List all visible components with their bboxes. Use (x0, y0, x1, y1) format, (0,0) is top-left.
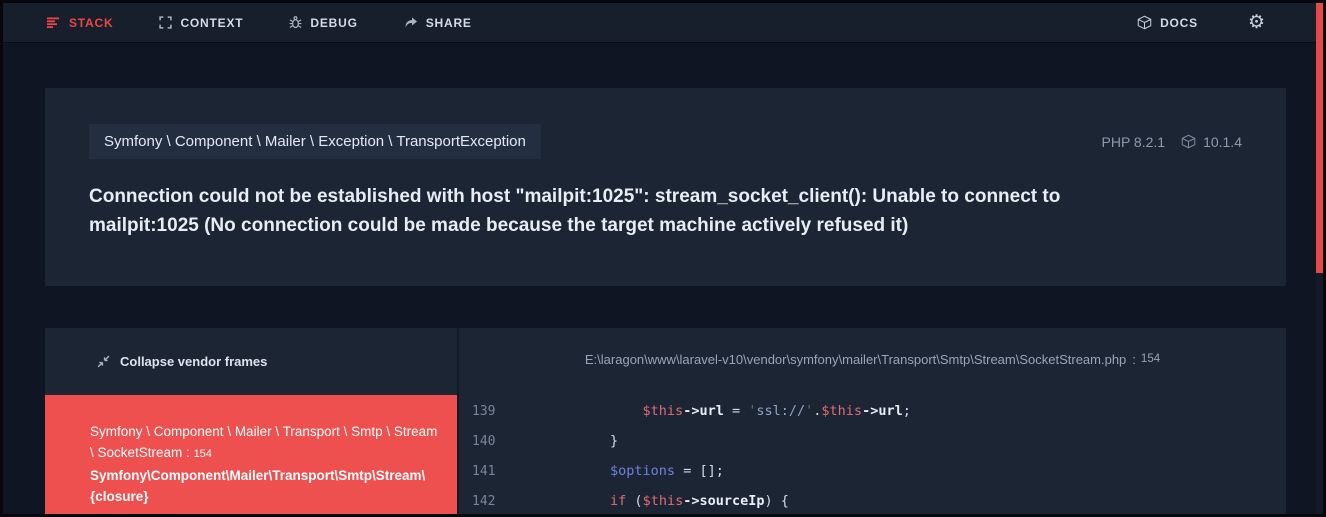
nav-tabs: STACK CONTEXT DEBUG (47, 16, 472, 30)
docs-link[interactable]: DOCS (1137, 15, 1198, 30)
code-text: if ($this->sourceIp) { (610, 493, 789, 509)
frame-method-line2: {closure} (90, 489, 149, 504)
code-line: 140 } (459, 426, 1286, 456)
frame-line-separator: : (182, 445, 194, 460)
tab-debug[interactable]: DEBUG (289, 16, 357, 30)
line-number: 139 (472, 403, 496, 419)
share-icon (405, 17, 417, 27)
code-file-path: E:\laragon\www\laravel-v10\vendor\symfon… (584, 351, 1127, 367)
exception-card-top: Symfony \ Component \ Mailer \ Exception… (89, 124, 1242, 159)
line-number: 141 (472, 463, 496, 479)
laravel-icon (1137, 15, 1152, 30)
code-line: 142 if ($this->sourceIp) { (459, 486, 1286, 514)
collapse-icon (97, 355, 110, 368)
code-line: 141 $options = []; (459, 456, 1286, 486)
tab-debug-label: DEBUG (310, 15, 358, 30)
top-navbar: STACK CONTEXT DEBUG (3, 3, 1323, 43)
code-file-header: E:\laragon\www\laravel-v10\vendor\symfon… (459, 328, 1286, 390)
code-text: } (545, 433, 619, 449)
tab-share-label: SHARE (425, 15, 472, 30)
selected-stack-frame[interactable]: Symfony \ Component \ Mailer \ Transport… (45, 395, 457, 514)
code-file-separator: : (1132, 351, 1136, 367)
php-version: PHP 8.2.1 (1101, 133, 1166, 150)
collapse-vendor-frames-label: Collapse vendor frames (120, 354, 268, 369)
frames-column: Collapse vendor frames Symfony \ Compone… (45, 328, 457, 514)
code-lines: 139 $this->url = 'ssl://'.$this->url;140… (459, 390, 1286, 514)
frame-method-line1: Symfony\Component\Mailer\Transport\Smtp\… (90, 468, 426, 483)
code-line: 139 $this->url = 'ssl://'.$this->url; (459, 396, 1286, 426)
docs-label: DOCS (1160, 15, 1198, 30)
nav-actions: DOCS ⚙ (1137, 13, 1265, 32)
scrollbar-thumb[interactable] (1316, 3, 1323, 273)
code-text: $options = []; (610, 463, 724, 479)
code-column: E:\laragon\www\laravel-v10\vendor\symfon… (457, 328, 1286, 514)
frame-class-path: Symfony \ Component \ Mailer \ Transport… (90, 421, 441, 465)
framework-version-number: 10.1.4 (1203, 133, 1242, 150)
frame-method: Symfony\Component\Mailer\Transport\Smtp\… (90, 465, 441, 507)
laravel-version-icon (1181, 134, 1196, 149)
stack-trace-panel: Collapse vendor frames Symfony \ Compone… (45, 328, 1286, 514)
settings-gear-icon[interactable]: ⚙ (1247, 12, 1265, 33)
collapse-vendor-frames-button[interactable]: Collapse vendor frames (45, 328, 457, 395)
tab-stack[interactable]: STACK (47, 16, 113, 30)
framework-version: 10.1.4 (1181, 134, 1242, 150)
frame-class-text: Symfony \ Component \ Mailer \ Transport… (90, 424, 438, 460)
code-text: $this->url = 'ssl://'.$this->url; (642, 403, 911, 419)
stack-icon (47, 17, 59, 28)
tab-stack-label: STACK (69, 15, 114, 30)
exception-class-badge: Symfony \ Component \ Mailer \ Exception… (89, 124, 541, 159)
version-info: PHP 8.2.1 10.1.4 (1102, 134, 1243, 150)
line-number: 142 (472, 493, 496, 509)
frame-line-number: 154 (193, 448, 212, 460)
exception-card: Symfony \ Component \ Mailer \ Exception… (45, 88, 1286, 286)
line-number: 140 (472, 433, 496, 449)
exception-message: Connection could not be established with… (89, 186, 1061, 236)
context-icon (159, 16, 173, 29)
tab-context-label: CONTEXT (180, 15, 244, 30)
tab-context[interactable]: CONTEXT (159, 16, 243, 30)
debug-icon (289, 16, 302, 29)
code-file-line: 154 (1140, 353, 1161, 365)
tab-share[interactable]: SHARE (404, 16, 472, 30)
